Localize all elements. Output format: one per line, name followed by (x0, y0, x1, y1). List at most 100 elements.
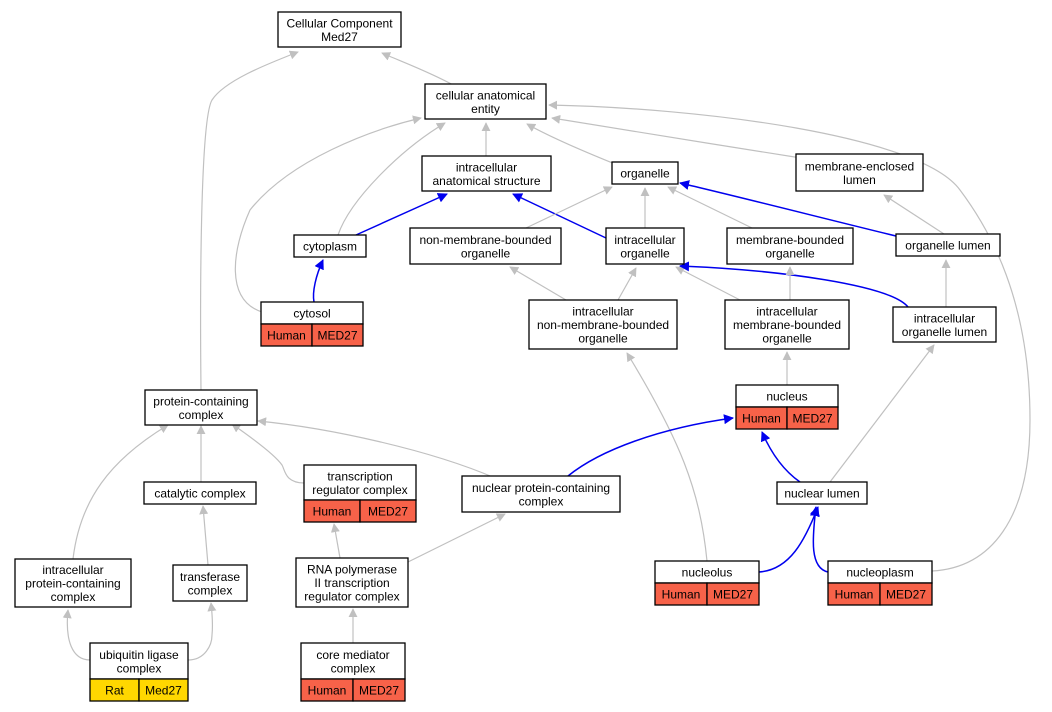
node-box (144, 389, 258, 426)
node-label-line: intracellular (572, 305, 633, 319)
gene-label: MED27 (359, 684, 399, 698)
node-organelle[interactable]: organelle (611, 161, 679, 185)
node-box (14, 558, 132, 608)
node-label-line: organelle (765, 246, 815, 260)
node-label-line: membrane-enclosed (805, 159, 914, 173)
node-label-line: Med27 (321, 30, 358, 44)
node-label-line: complex (188, 583, 233, 597)
node-cytoplasm[interactable]: cytoplasm (293, 234, 367, 258)
node-label-line: intracellular (456, 160, 517, 174)
edge-ubiquitin_ligase_complex-to-transferase_complex (187, 602, 217, 661)
node-box (795, 153, 924, 192)
species-label: Human (308, 684, 347, 698)
node-nuclear_lumen[interactable]: nuclear lumen (776, 481, 868, 505)
edge-protein_containing_complex-to-cc_root (200, 50, 299, 391)
edge-nuclear_lumen-to-nucleus (760, 431, 801, 483)
node-label-line: nucleus (766, 390, 807, 404)
node-box (424, 83, 547, 120)
node-box (143, 481, 257, 505)
edge-organelle_lumen-to-organelle (679, 180, 901, 238)
node-label-line: intracellular (42, 563, 103, 577)
node-label-line: complex (179, 408, 224, 422)
node-box (895, 233, 1001, 257)
node-label-line: organelle lumen (902, 325, 987, 339)
edge-nucleoplasm-to-nuclear_lumen (809, 506, 829, 573)
edge-nucleolus-to-intracellular_non_membrane_bounded_organelle (626, 352, 708, 562)
node-box (611, 161, 679, 185)
edge-ubiquitin_ligase_complex-to-intracellular_protein_containing_complex (62, 609, 91, 661)
node-label-line: organelle (762, 332, 812, 346)
node-box (295, 557, 409, 608)
gene-badge (786, 406, 839, 430)
node-label-line: catalytic complex (154, 487, 245, 501)
node-label-line: organelle lumen (905, 239, 990, 253)
edge-cytoplasm-to-cellular_anatomical_entity (337, 122, 446, 236)
node-box (461, 475, 621, 513)
node-box (528, 299, 678, 350)
edge-rna_polymerase_ii_transcription_regulator_complex-to-transcription_regulator_complex (330, 523, 341, 559)
gene-label: MED27 (792, 412, 832, 426)
species-label: Human (662, 588, 701, 602)
edge-cellular_anatomical_entity-to-cc_root (381, 52, 456, 87)
node-box (293, 234, 367, 258)
node-label-line: regulator complex (312, 483, 407, 497)
edge-intracellular_membrane_bounded_organelle-to-intracellular_organelle (675, 266, 741, 301)
node-label-line: intracellular (614, 233, 675, 247)
edge-intracellular_non_membrane_bounded_organelle-to-intracellular_organelle (617, 267, 637, 301)
node-box (409, 227, 562, 265)
node-box (892, 306, 997, 343)
node-label-line: complex (519, 494, 564, 508)
node-label-line: nuclear lumen (784, 487, 859, 501)
edge-membrane_bounded_organelle-to-organelle (667, 186, 753, 229)
gene-badge (352, 678, 406, 702)
edge-nuclear_protein_containing_complex-to-nucleus (567, 414, 734, 477)
gene-badge (311, 323, 364, 347)
node-label-line: cytosol (293, 307, 330, 321)
species-label: Human (313, 505, 352, 519)
node-label-line: core mediator (316, 648, 389, 662)
edge-cytosol-to-cytoplasm (312, 259, 324, 303)
node-label-line: intracellular (914, 311, 975, 325)
node-organelle_lumen[interactable]: organelle lumen (895, 233, 1001, 257)
node-label-line: transferase (180, 570, 240, 584)
node-box (303, 464, 417, 501)
edge-transcription_regulator_complex-to-protein_containing_complex (231, 423, 305, 484)
edge-cytosol-to-cellular_anatomical_entity (234, 115, 422, 313)
node-label-line: protein-containing (25, 577, 120, 591)
edge-cytoplasm-to-intracellular_anatomical_structure (355, 193, 448, 236)
gene-label: MED27 (317, 329, 357, 343)
edge-intracellular_organelle_lumen-to-intracellular_organelle (679, 261, 909, 308)
node-label-line: non-membrane-bounded (419, 233, 551, 247)
gene-badge (359, 499, 417, 523)
node-label-line: II transcription (314, 576, 389, 590)
node-catalytic_complex[interactable]: catalytic complex (143, 481, 257, 505)
node-label-line: entity (471, 102, 500, 116)
node-box (724, 299, 850, 350)
node-label-line: membrane-bounded (733, 318, 841, 332)
edge-transferase_complex-to-catalytic_complex (199, 505, 209, 566)
gene-label: MED27 (713, 588, 753, 602)
node-label-line: intracellular (756, 305, 817, 319)
node-intracellular_non_membrane_bounded_organelle[interactable]: intracellularnon-membrane-boundedorganel… (528, 299, 678, 350)
